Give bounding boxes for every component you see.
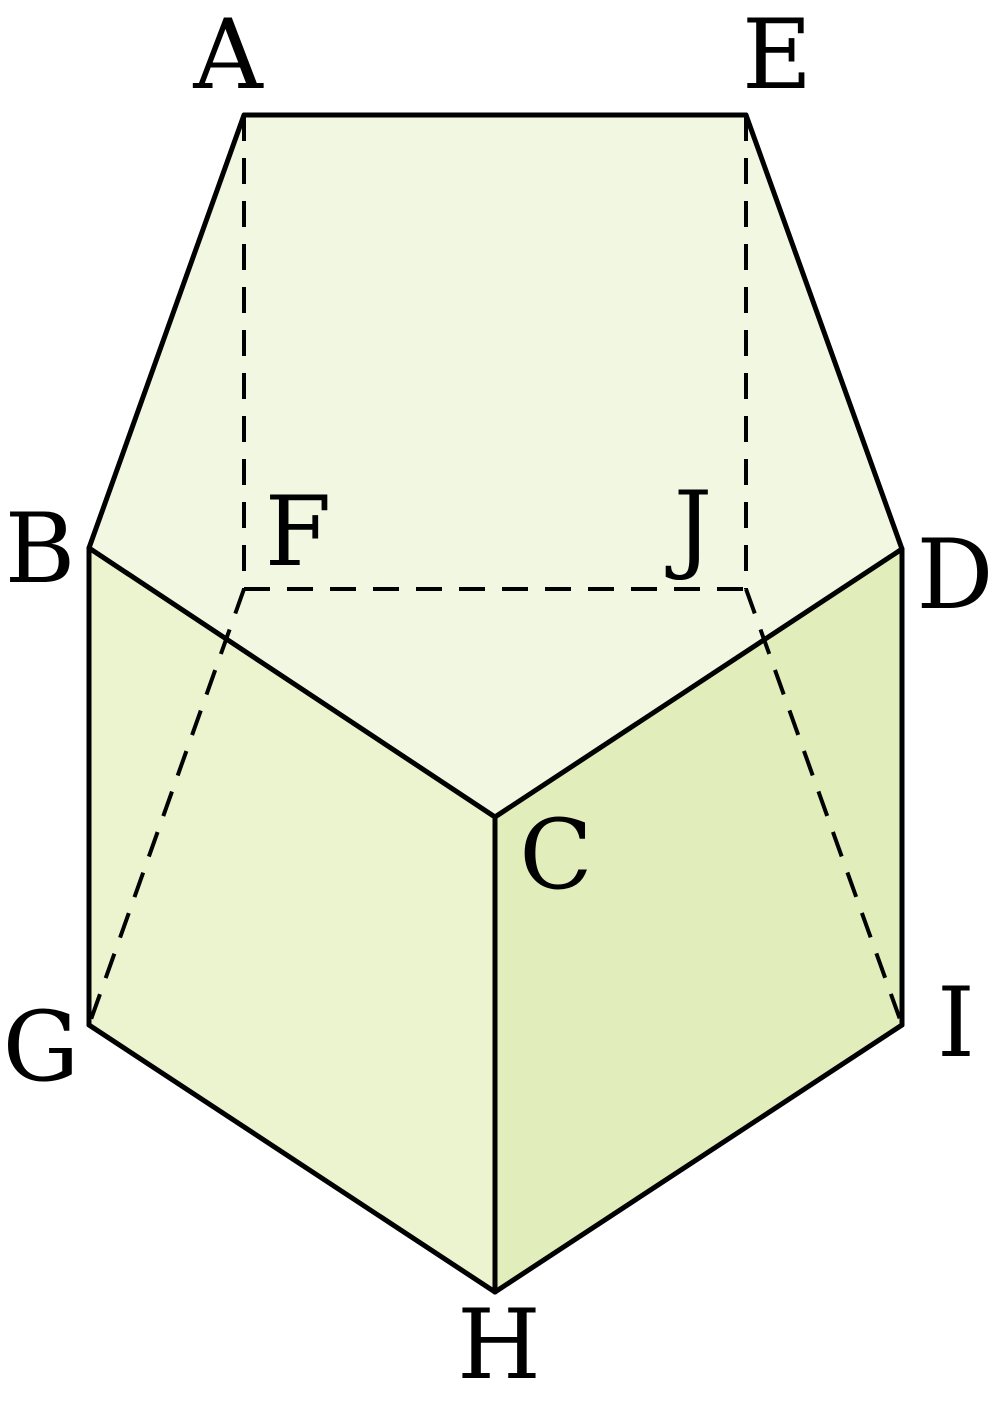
visible-edge-gh (86, 1022, 498, 1295)
vertex-label-e: E (742, 0, 812, 111)
hidden-edges-layer (87, 115, 904, 1026)
top-face (89, 115, 902, 817)
visible-edge-ed (743, 112, 905, 552)
vertex-label-g: G (3, 991, 80, 1103)
vertex-label-h: H (457, 1289, 541, 1401)
visible-edge-cb (86, 545, 498, 820)
vertex-label-f: F (265, 476, 332, 588)
vertex-label-i: I (937, 967, 975, 1079)
hidden-edge-ji (744, 588, 904, 1026)
visible-edges-layer (86, 112, 905, 1295)
vertex-label-d: D (917, 519, 994, 631)
vertex-labels-layer: A E B F J D C G I H (3, 0, 994, 1401)
visible-edge-hi (492, 1022, 905, 1295)
hidden-edge-fg (87, 588, 246, 1026)
front-right-face (495, 549, 902, 1292)
visible-edge-ba (86, 112, 247, 551)
vertex-label-b: B (5, 493, 76, 605)
vertex-label-c: C (519, 799, 592, 911)
visible-edge-dc (492, 546, 905, 820)
vertex-label-a: A (192, 0, 264, 111)
